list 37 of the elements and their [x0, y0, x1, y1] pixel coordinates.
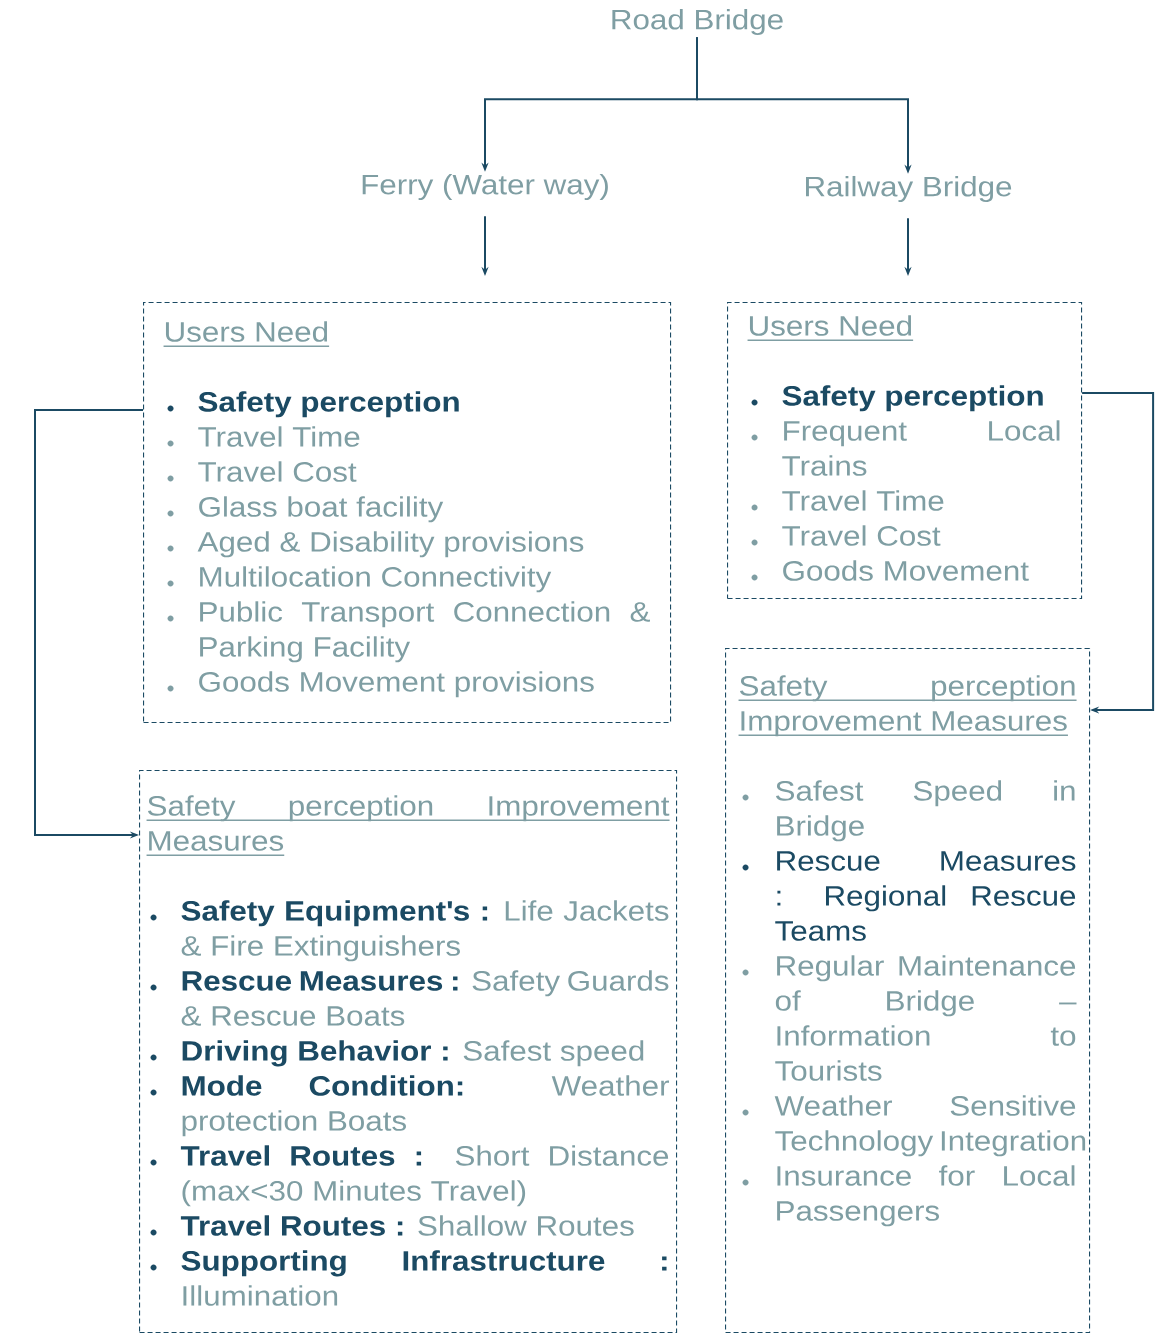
list-item: Insurance for Local Passengers — [742, 1165, 1075, 1227]
list-item: Goods Movement — [751, 560, 1029, 581]
list-item: Travel Cost — [751, 525, 941, 546]
list-item: Mode Condition: Weather protection Boats — [150, 1075, 669, 1137]
dashed-box — [139, 770, 678, 1334]
title-text: Road Bridge — [612, 8, 783, 36]
list-item: Safety Equipment's : Life Jackets & Fire Extinguishers — [150, 900, 669, 962]
list-item: Aged & Disability provisions — [167, 531, 584, 558]
list-item: Safety perception — [751, 385, 1043, 412]
list-item: Goods Movement provisions — [167, 671, 594, 698]
list-item: Rescue Measures : Safety Guards & Rescue Boats — [150, 970, 669, 1026]
list-item: Weather Sensitive Technology Integration — [742, 1095, 1086, 1157]
list-item: Supporting Infrastructure : Illumination — [150, 1250, 667, 1306]
heading: Users Need — [746, 315, 914, 342]
list-item: Travel Routes : Shallow Routes — [150, 1215, 634, 1236]
list-item: Safest Speed in Bridge — [742, 780, 1075, 842]
heading: Safety perception Improvement Measures — [145, 795, 671, 857]
title-text: Railway Bridge — [806, 175, 1012, 203]
list-item: Rescue Measures : Regional Rescue Teams — [742, 851, 1076, 941]
list-item: Regular Maintenance of Bridge – Information to Tourists — [742, 955, 1077, 1081]
list-item: Public Transport Connection & Parking Facility — [167, 601, 650, 663]
heading: Users Need — [162, 321, 330, 348]
arrow — [1081, 392, 1155, 714]
heading: Safety perception Improvement Measures — [737, 675, 1078, 737]
dashed-box — [143, 302, 672, 724]
title-text: Ferry (Water way) — [362, 173, 608, 201]
list-item: Safety perception — [167, 391, 459, 418]
list-item: Travel Routes : Short Distance (max<30 Minutes Travel) — [150, 1145, 669, 1207]
dashed-box — [727, 302, 1083, 600]
list-item: Travel Time — [167, 426, 360, 447]
list-item: Frequent Local Trains — [751, 420, 1060, 476]
list-item: Travel Cost — [167, 461, 357, 482]
list-item: Driving Behavior : Safest speed — [150, 1040, 644, 1067]
dashed-box — [725, 648, 1091, 1334]
list-item: Multilocation Connectivity — [167, 566, 552, 593]
list-item: Glass boat facility — [167, 496, 444, 523]
list-item: Travel Time — [751, 490, 944, 511]
